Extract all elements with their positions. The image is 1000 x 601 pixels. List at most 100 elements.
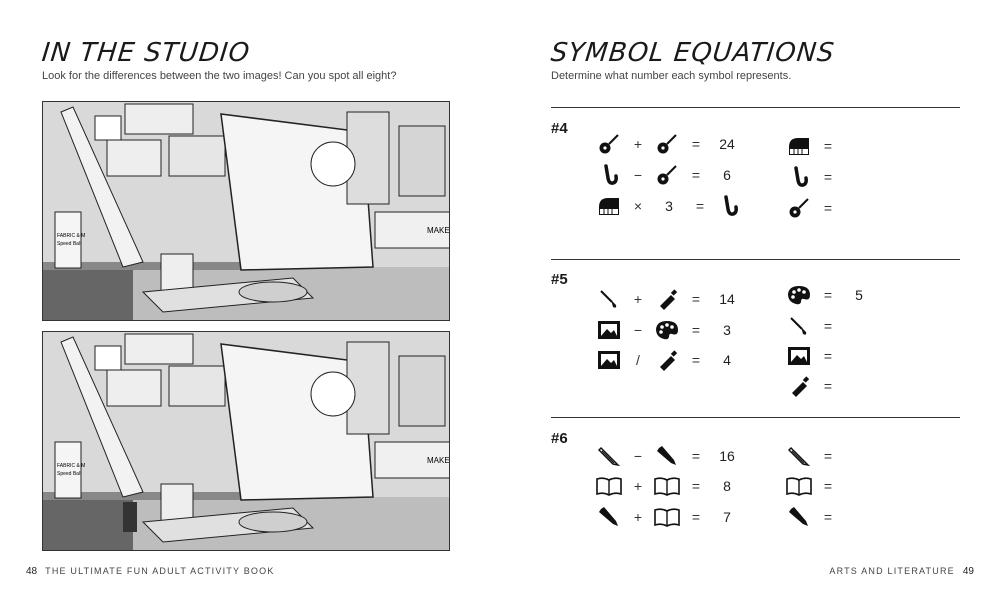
equation-result: 7	[723, 509, 731, 525]
guitar-icon	[786, 196, 812, 220]
operator: +	[633, 291, 643, 307]
equals-sign: =	[823, 200, 833, 216]
equals-sign: =	[823, 378, 833, 394]
equation-result: 4	[723, 352, 731, 368]
book-icon	[654, 505, 680, 529]
piano-icon	[596, 194, 622, 218]
answer-field[interactable]: 5	[855, 287, 863, 303]
jar-label-1: FABRIC & M	[57, 463, 85, 469]
equation-result: 8	[723, 478, 731, 494]
puzzle-divider	[551, 259, 960, 260]
guitar-icon	[654, 163, 680, 187]
equation-row: / = 4	[596, 348, 742, 372]
equation-result: 14	[719, 291, 735, 307]
equals-sign: =	[823, 448, 833, 464]
equals-sign: =	[691, 509, 701, 525]
puzzle-divider	[551, 107, 960, 108]
palette-icon	[654, 318, 680, 342]
answer-row: =	[786, 444, 874, 468]
book-icon	[596, 474, 622, 498]
equals-sign: =	[691, 352, 701, 368]
paint-tube-icon	[654, 348, 680, 372]
equation-row: − = 3	[596, 318, 742, 342]
answer-row: =	[786, 374, 874, 398]
saxophone-icon	[786, 165, 812, 189]
jar-label-1: FABRIC & M	[57, 233, 85, 239]
book-title: THE ULTIMATE FUN ADULT ACTIVITY BOOK	[45, 566, 275, 576]
equation-result: 3	[723, 322, 731, 338]
paint-tube-icon	[654, 287, 680, 311]
puzzle-label: #5	[551, 271, 568, 288]
operand-number: 3	[665, 198, 673, 214]
footer-left: 48 THE ULTIMATE FUN ADULT ACTIVITY BOOK	[18, 566, 275, 577]
equation-row: −=6	[596, 163, 742, 187]
answer-row: =	[786, 474, 874, 498]
equals-sign: =	[823, 287, 833, 303]
book-icon	[654, 474, 680, 498]
pencil-icon	[786, 444, 812, 468]
operator: +	[633, 478, 643, 494]
equals-sign: =	[691, 448, 701, 464]
jar-label-2: Speed Ball	[57, 241, 81, 247]
right-page-number: 49	[962, 566, 974, 577]
operator: −	[633, 448, 643, 464]
operator: ×	[633, 198, 643, 214]
guitar-icon	[654, 132, 680, 156]
left-page-number: 48	[26, 566, 38, 577]
equation-result: 16	[719, 448, 735, 464]
equals-sign: =	[691, 136, 701, 152]
answer-row: =	[786, 196, 874, 220]
guitar-icon	[596, 132, 622, 156]
pen-icon	[786, 505, 812, 529]
equals-sign: =	[691, 167, 701, 183]
answer-row: =	[786, 344, 874, 368]
footer-right: ARTS AND LITERATURE 49	[829, 566, 982, 577]
puzzle-label: #4	[551, 120, 568, 137]
left-page-subtitle: Look for the differences between the two…	[42, 70, 397, 82]
studio-image-top[interactable]: MAKE ART FABRIC & M Speed Ball	[42, 101, 450, 321]
brush-icon	[596, 287, 622, 311]
equals-sign: =	[823, 138, 833, 154]
saxophone-icon	[716, 194, 742, 218]
section-title: ARTS AND LITERATURE	[829, 566, 955, 576]
brush-icon	[786, 314, 812, 338]
pen-icon	[654, 444, 680, 468]
answer-row: =	[786, 314, 874, 338]
equation-row: + = 7	[596, 505, 742, 529]
paint-tube-icon	[786, 374, 812, 398]
answer-row: =	[786, 165, 874, 189]
pencil-icon	[596, 444, 622, 468]
equals-sign: =	[823, 169, 833, 185]
left-page-title: IN THE STUDIO	[40, 38, 252, 68]
palette-icon	[786, 283, 812, 307]
pen-icon	[596, 505, 622, 529]
operator: /	[636, 352, 640, 368]
operator: −	[633, 167, 643, 183]
answer-row: =	[786, 134, 874, 158]
equals-sign: =	[691, 322, 701, 338]
picture-icon	[786, 344, 812, 368]
equation-row: × 3 =	[596, 194, 742, 218]
equation-row: +=24	[596, 132, 742, 156]
equation-row: − = 16	[596, 444, 742, 468]
equals-sign: =	[823, 509, 833, 525]
answer-row: =5	[786, 283, 874, 307]
equals-sign: =	[823, 478, 833, 494]
make-art-poster: MAKE ART	[427, 456, 450, 465]
operator: −	[633, 322, 643, 338]
piano-icon	[786, 134, 812, 158]
operator: +	[633, 509, 643, 525]
equation-row: + = 8	[596, 474, 742, 498]
equals-sign: =	[691, 291, 701, 307]
puzzle-divider	[551, 417, 960, 418]
equals-sign: =	[695, 198, 705, 214]
studio-image-bottom[interactable]: MAKE ART FABRIC & M Speed Ball	[42, 331, 450, 551]
puzzle-label: #6	[551, 430, 568, 447]
equals-sign: =	[691, 478, 701, 494]
saxophone-icon	[596, 163, 622, 187]
right-page-title: SYMBOL EQUATIONS	[549, 38, 837, 68]
picture-icon	[596, 318, 622, 342]
jar-label-2: Speed Ball	[57, 471, 81, 477]
right-page-subtitle: Determine what number each symbol repres…	[551, 70, 792, 82]
answer-row: =	[786, 505, 874, 529]
